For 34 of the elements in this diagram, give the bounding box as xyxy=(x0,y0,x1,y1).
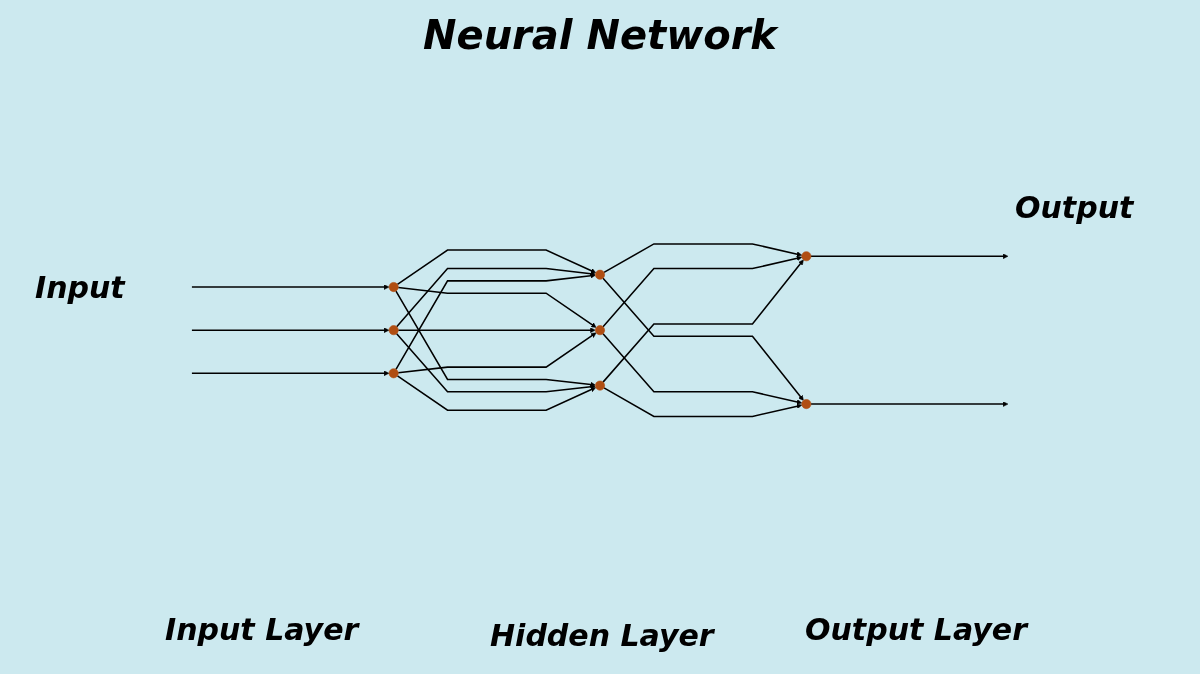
arrow xyxy=(395,290,596,388)
node-circle xyxy=(595,380,605,391)
arrow xyxy=(191,370,390,376)
layer-label: Output Layer xyxy=(805,612,1027,647)
arrow xyxy=(602,332,803,405)
arrow xyxy=(395,332,596,393)
input-label: Input xyxy=(35,270,125,305)
arrow xyxy=(397,327,596,333)
arrow xyxy=(395,267,596,328)
arrow xyxy=(810,253,1009,259)
arrow xyxy=(191,284,390,290)
arrow xyxy=(603,243,803,274)
arrow xyxy=(396,374,597,411)
node-circle xyxy=(595,269,605,280)
arrow xyxy=(191,327,390,333)
layer-label: Hidden Layer xyxy=(490,618,714,653)
output-label: Output xyxy=(1015,190,1134,225)
arrow xyxy=(602,255,803,328)
node-circle xyxy=(801,251,812,261)
diagram-title: Neural Network xyxy=(423,12,777,58)
node-circle xyxy=(388,281,399,292)
arrow xyxy=(397,286,597,328)
arrow xyxy=(397,332,597,374)
arrow xyxy=(810,401,1009,407)
arrow xyxy=(396,249,597,286)
arrow xyxy=(602,277,804,401)
node-circle xyxy=(388,368,399,379)
node-circle xyxy=(595,325,605,335)
arrow xyxy=(602,259,804,383)
layer-label: Input Layer xyxy=(165,612,359,647)
node-circle xyxy=(801,399,812,409)
arrow xyxy=(395,272,596,370)
arrow xyxy=(603,386,803,417)
node-circle xyxy=(388,325,399,335)
